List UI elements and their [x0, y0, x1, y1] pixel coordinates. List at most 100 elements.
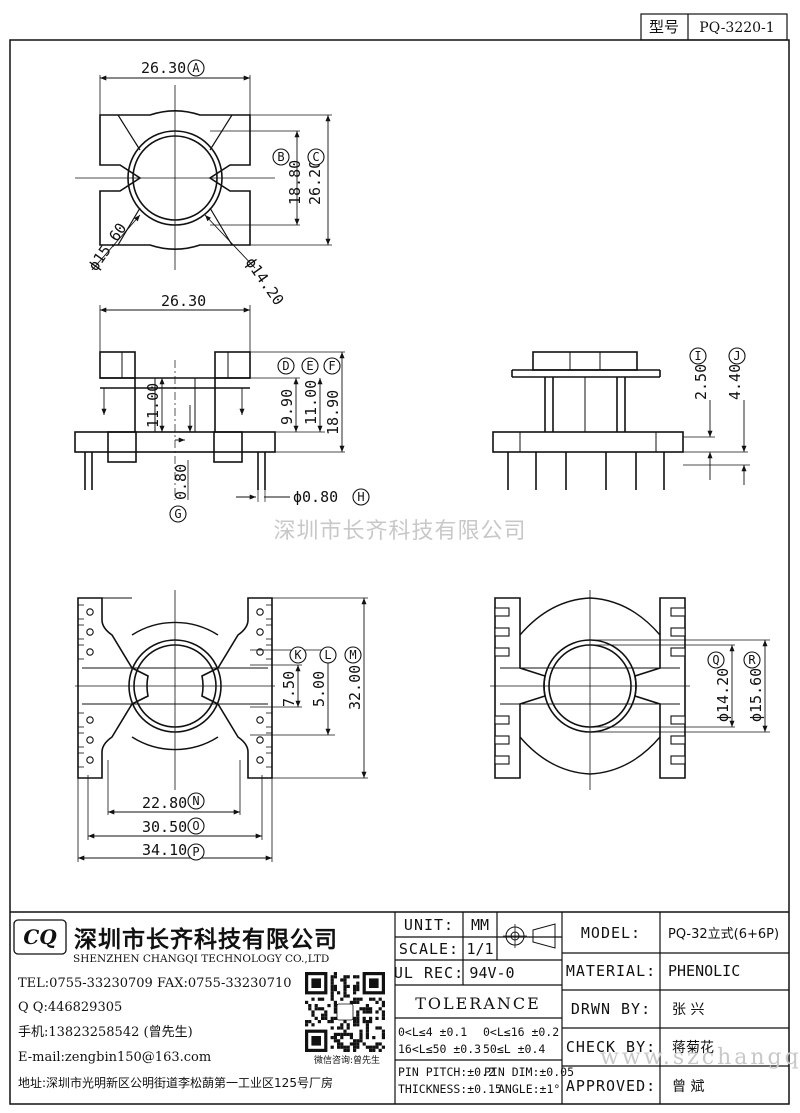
dim-L: 5.00 [310, 671, 328, 707]
marker-d: D [277, 357, 295, 375]
title-block [10, 911, 789, 1104]
pin-hole [256, 628, 264, 636]
bottom-view-right-slots [494, 607, 686, 765]
dim-K: 7.50 [280, 671, 298, 707]
pin-hole [86, 608, 94, 616]
model-label: MODEL: [581, 924, 641, 942]
pin-slot [494, 715, 510, 725]
part-number: PQ-3220-1 [699, 20, 774, 36]
side-view [492, 351, 750, 490]
dim-B: 18.80 [286, 160, 304, 205]
dim-E: 11.00 [302, 380, 320, 425]
svg-text:R: R [748, 653, 756, 667]
dim-A: 26.30 [141, 59, 186, 77]
top-view [75, 75, 332, 271]
svg-text:J: J [733, 349, 740, 363]
company-qq: Q Q:446829305 [18, 1000, 122, 1015]
marker-g: G [169, 505, 187, 523]
marker-m: M [344, 646, 362, 664]
pin-slot [494, 607, 510, 617]
svg-text:K: K [294, 648, 302, 662]
pin-hole [86, 736, 94, 744]
wechat-qr-code [305, 972, 385, 1052]
pin-hole [256, 648, 264, 656]
svg-text:C: C [312, 150, 319, 164]
marker-q: Q [707, 651, 725, 669]
approved-label: APPROVED: [566, 1077, 656, 1095]
pin-hole [256, 716, 264, 724]
tol-row3b: PIN DIM:±0.05 [484, 1065, 574, 1079]
company-name-en: SHENZHEN CHANGQI TECHNOLOGY CO.,LTD [73, 953, 329, 965]
pin-slot [670, 627, 686, 637]
bottom-view-left-holes [78, 604, 272, 768]
pin-slot [670, 755, 686, 765]
drawn-label: DRWN BY: [571, 1000, 651, 1018]
pin-hole [256, 736, 264, 744]
svg-text:A: A [192, 61, 200, 75]
marker-a: A [187, 59, 205, 77]
dim-side-width: 26.30 [161, 292, 206, 310]
watermark: 深圳市长齐科技有限公司 [273, 519, 526, 544]
marker-j: J [728, 347, 746, 365]
approved-value: 曾 斌 [672, 1079, 704, 1095]
company-name-cn: 深圳市长齐科技有限公司 [74, 926, 338, 953]
pin-slot [670, 735, 686, 745]
check-value: 蒋菊花 [672, 1040, 714, 1056]
pin-slot [494, 627, 510, 637]
pin-slot [494, 647, 510, 657]
pin-hole [86, 756, 94, 764]
svg-text:D: D [282, 359, 289, 373]
pin-slot [670, 715, 686, 725]
ulrec-label: UL REC: [394, 964, 464, 982]
unit-label: UNIT: [404, 916, 454, 934]
dim-R: ϕ15.60 [747, 668, 765, 722]
company-address: 地址:深圳市光明新区公明街道李松蓢第一工业区125号厂房 [18, 1075, 333, 1090]
part-number-box: 型号 PQ-3220-1 [640, 13, 788, 41]
svg-text:B: B [277, 150, 284, 164]
dim-J: 4.40 [726, 364, 744, 400]
marker-c: C [307, 148, 325, 166]
pin-hole [256, 756, 264, 764]
pin-slot [670, 607, 686, 617]
tol-row4b: ANGLE:±1° [498, 1082, 560, 1096]
material-label: MATERIAL: [566, 962, 656, 980]
company-mobile: 手机:13823258542 (曾先生) [18, 1025, 193, 1040]
marker-f: F [323, 357, 341, 375]
company-email: E-mail:zengbin150@163.com [18, 1050, 211, 1065]
tolerance-label: TOLERANCE [415, 994, 541, 1013]
qr-caption: 微信咨询:曾先生 [314, 1054, 380, 1066]
marker-n: N [187, 792, 205, 810]
svg-text:L: L [324, 648, 331, 662]
tol-row2a: 16<L≤50 ±0.3 [398, 1042, 481, 1056]
dim-phi-inner: ϕ14.20 [242, 254, 288, 309]
bottom-view-right-dims [590, 639, 770, 733]
svg-text:O: O [192, 819, 199, 833]
dim-F: 18.90 [324, 390, 342, 435]
front-view [74, 305, 345, 502]
pin-hole [86, 648, 94, 656]
pin-hole [86, 628, 94, 636]
dim-D: 9.90 [278, 389, 296, 425]
bottom-view-left [75, 590, 275, 790]
marker-h: H [352, 488, 370, 506]
bottom-view-left-dims [77, 597, 368, 862]
sheet-border [9, 39, 790, 1105]
marker-p: P [187, 843, 205, 861]
tol-row1b: 0<L≤16 ±0.2 [483, 1025, 559, 1039]
material-value: PHENOLIC [668, 962, 740, 980]
marker-k: K [289, 646, 307, 664]
pin-slot [670, 647, 686, 657]
marker-b: B [272, 148, 290, 166]
scale-value: 1/1 [466, 940, 493, 958]
website-watermark: www.szchangqi.cn [600, 1045, 800, 1070]
bottom-view-right [490, 590, 690, 790]
dim-N: 22.80 [142, 794, 187, 812]
dim-phi-outer: ϕ15.60 [85, 220, 131, 275]
company-logo: CQ [13, 919, 67, 955]
svg-text:H: H [357, 490, 364, 504]
svg-text:G: G [174, 507, 181, 521]
scale-label: SCALE: [399, 940, 459, 958]
